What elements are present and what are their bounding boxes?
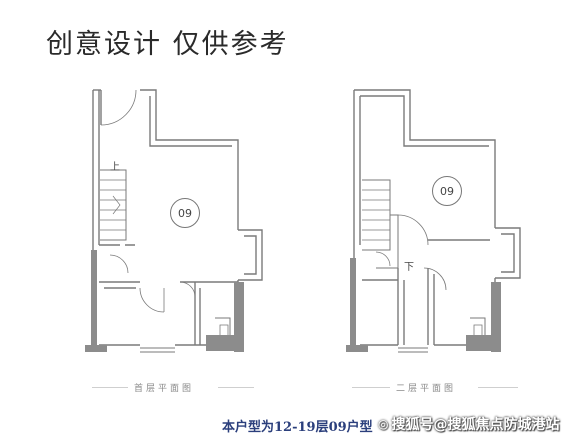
room-label-right: 09 bbox=[432, 176, 462, 206]
stair-down-label: 下 bbox=[404, 262, 414, 273]
unit-number: 09 bbox=[178, 206, 192, 220]
caption-divider-right-a bbox=[352, 387, 390, 388]
stair-up-label: 上 bbox=[110, 162, 120, 173]
circle-icon: ◎ bbox=[378, 417, 389, 431]
caption-divider-left-b bbox=[218, 387, 254, 388]
page-title: 创意设计 仅供参考 bbox=[46, 29, 289, 60]
caption-divider-right-b bbox=[478, 387, 518, 388]
watermark-text: 搜狐号@搜狐焦点防城港站 bbox=[391, 417, 560, 433]
caption-left: 首层平面图 bbox=[134, 384, 195, 394]
unit-number: 09 bbox=[440, 184, 454, 198]
unit-type-note: 本户型为12-19层09户型 bbox=[222, 420, 373, 435]
caption-divider-left-a bbox=[92, 387, 128, 388]
room-label-left: 09 bbox=[170, 198, 200, 228]
watermark: ◎ 搜狐号@搜狐焦点防城港站 bbox=[378, 414, 559, 434]
caption-right: 二层平面图 bbox=[396, 384, 457, 394]
